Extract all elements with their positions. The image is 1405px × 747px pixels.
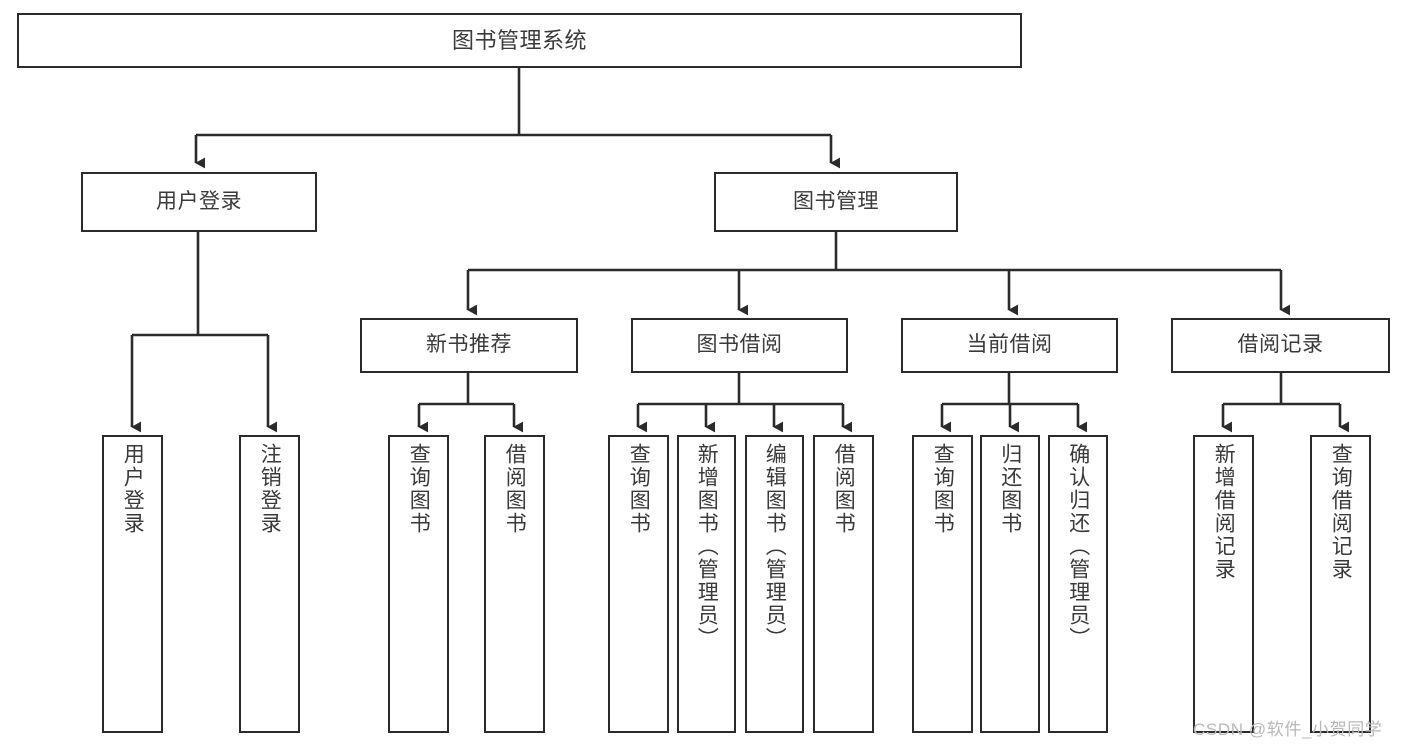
node-label: 图书管理系统 <box>451 27 587 53</box>
leaf-add-borrow-record[interactable]: 新增借阅记录 <box>1193 435 1254 733</box>
node-borrow-record[interactable]: 借阅记录 <box>1171 318 1390 373</box>
leaf-edit-book-admin[interactable]: 编辑图书（管理员） <box>745 435 804 733</box>
node-label: 当前借阅 <box>966 333 1053 357</box>
node-label: 新增图书（管理员） <box>695 443 719 650</box>
node-book-management[interactable]: 图书管理 <box>714 172 958 232</box>
node-label: 新书推荐 <box>426 333 512 357</box>
node-label: 查询借阅记录 <box>1329 443 1353 581</box>
leaf-add-book-admin[interactable]: 新增图书（管理员） <box>677 435 736 733</box>
node-label: 查询图书 <box>407 443 431 535</box>
leaf-confirm-return-admin[interactable]: 确认归还（管理员） <box>1048 435 1108 733</box>
node-label: 用户登录 <box>121 443 145 535</box>
leaf-query-book-recommend[interactable]: 查询图书 <box>388 435 449 733</box>
node-label: 确认归还（管理员） <box>1066 443 1090 650</box>
node-current-borrow[interactable]: 当前借阅 <box>901 318 1118 373</box>
node-book-management-system[interactable]: 图书管理系统 <box>17 13 1022 68</box>
node-label: 借阅图书 <box>503 443 527 535</box>
leaf-borrow-book[interactable]: 借阅图书 <box>813 435 874 733</box>
node-label: 注销登录 <box>258 443 282 535</box>
leaf-logout[interactable]: 注销登录 <box>239 435 300 733</box>
leaf-borrow-book-recommend[interactable]: 借阅图书 <box>484 435 545 733</box>
node-user-login[interactable]: 用户登录 <box>81 172 317 232</box>
node-new-book-recommend[interactable]: 新书推荐 <box>360 318 578 373</box>
leaf-user-login[interactable]: 用户登录 <box>102 435 163 733</box>
node-book-borrow[interactable]: 图书借阅 <box>631 318 848 373</box>
node-label: 查询图书 <box>931 443 955 535</box>
node-label: 编辑图书（管理员） <box>763 443 787 650</box>
node-label: 用户登录 <box>156 189 242 213</box>
node-label: 借阅记录 <box>1237 333 1324 357</box>
leaf-query-book-borrow[interactable]: 查询图书 <box>608 435 669 733</box>
leaf-query-borrow-record[interactable]: 查询借阅记录 <box>1310 435 1371 733</box>
node-label: 图书管理 <box>793 189 879 213</box>
leaf-return-book[interactable]: 归还图书 <box>980 435 1040 733</box>
node-label: 借阅图书 <box>832 443 856 535</box>
node-label: 查询图书 <box>627 443 651 535</box>
leaf-query-book-current[interactable]: 查询图书 <box>912 435 973 733</box>
node-label: 图书借阅 <box>696 333 783 357</box>
node-label: 新增借阅记录 <box>1212 443 1236 581</box>
node-label: 归还图书 <box>998 443 1022 535</box>
